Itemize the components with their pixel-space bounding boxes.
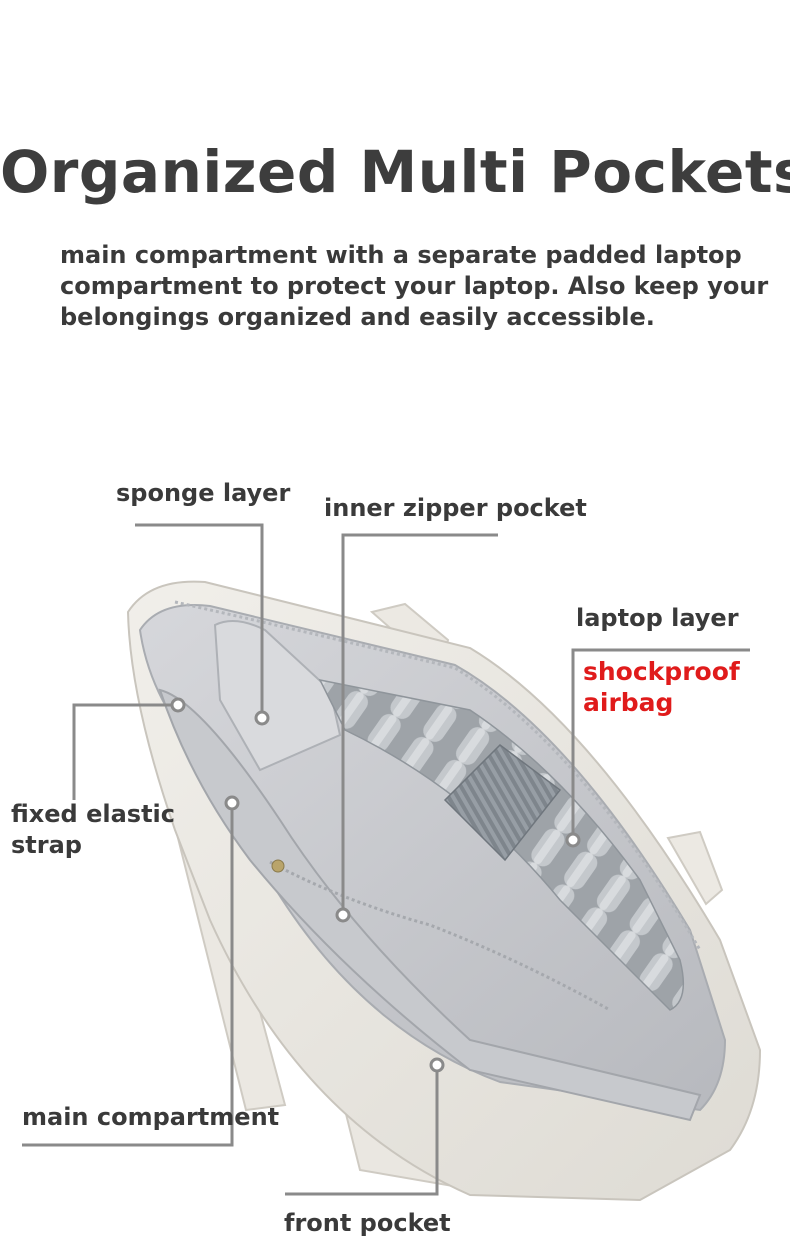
label-shockproof-airbag: shockproof airbag: [583, 656, 740, 718]
callout-dot: [170, 697, 186, 713]
leader-main-compartment: [22, 803, 234, 1147]
label-fixed-elastic-strap: fixed elastic strap: [11, 799, 175, 861]
page-title: Organized Multi Pockets: [0, 138, 790, 206]
zipper-pull: [271, 859, 285, 873]
leader-fixed-elastic-strap: [72, 703, 178, 800]
label-strap-line: strap: [11, 831, 82, 859]
zipper-line: [174, 600, 702, 951]
laptop-sleeve: [213, 620, 342, 772]
description-line: belongings organized and easily accessib…: [60, 303, 655, 331]
leader-laptop-layer: [571, 648, 750, 840]
callout-dots: [170, 697, 581, 1073]
label-shockproof-line: shockproof: [583, 657, 740, 686]
leader-inner-zipper-pocket: [341, 533, 498, 915]
callout-leaders: [22, 523, 750, 1196]
front-pocket-panel: [158, 688, 702, 1122]
callout-dot: [254, 710, 270, 726]
elastic-strap: [443, 744, 562, 862]
label-fixed-elastic-line: fixed elastic: [11, 800, 175, 828]
description-line: compartment to protect your laptop. Also…: [60, 272, 769, 300]
callout-dot: [565, 832, 581, 848]
label-airbag-line: airbag: [583, 688, 674, 717]
label-inner-zipper-pocket: inner zipper pocket: [324, 494, 587, 522]
description: main compartment with a separate padded …: [60, 240, 770, 333]
label-laptop-layer: laptop layer: [576, 604, 739, 632]
description-line: main compartment with a separate padded …: [60, 241, 742, 269]
label-sponge-layer: sponge layer: [116, 479, 291, 507]
leader-sponge-layer: [135, 523, 264, 718]
leader-front-pocket: [285, 1065, 439, 1196]
callout-dot: [429, 1057, 445, 1073]
callout-dot: [224, 795, 240, 811]
label-main-compartment: main compartment: [22, 1103, 280, 1131]
callout-dot: [335, 907, 351, 923]
shockproof-airbag-ribs: [318, 678, 685, 1011]
label-front-pocket: front pocket: [284, 1209, 451, 1237]
